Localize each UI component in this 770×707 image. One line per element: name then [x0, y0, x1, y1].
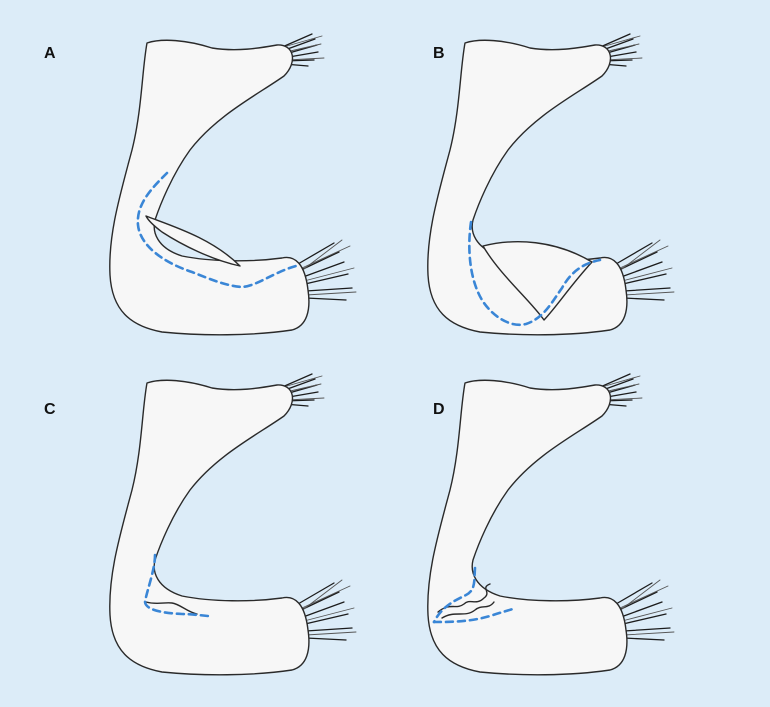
panel-label-d: D	[433, 401, 445, 418]
panel-label-b: B	[433, 45, 445, 62]
panel-label-c: C	[44, 401, 56, 418]
panel-label-a: A	[44, 45, 56, 62]
